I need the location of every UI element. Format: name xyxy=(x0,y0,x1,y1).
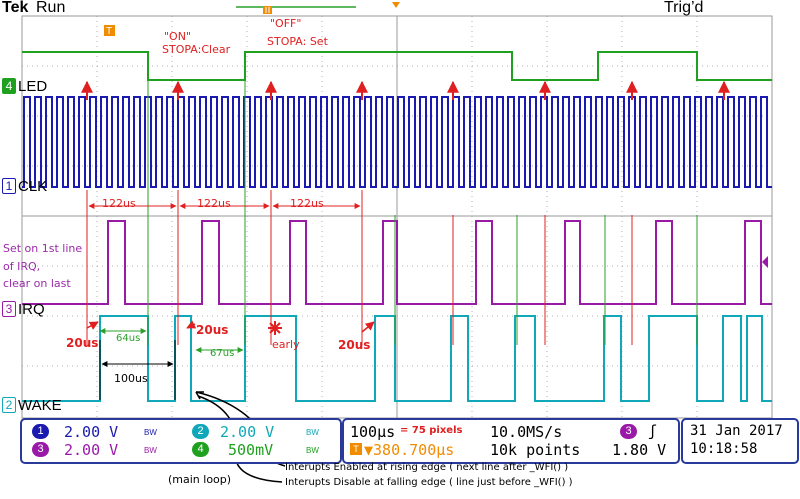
wake-arrows xyxy=(99,328,244,353)
trigger-marker-icon: T xyxy=(104,25,115,37)
irq-offset-marker xyxy=(762,256,768,268)
brand-label: Tek xyxy=(2,0,29,16)
off-stopa-label: STOPA: Set xyxy=(267,35,328,48)
svg-text:T: T xyxy=(106,26,112,37)
trigger-position: ▼380.700µs xyxy=(364,441,455,459)
led-trace xyxy=(22,51,772,81)
channel-1-badge: 1 xyxy=(2,178,16,194)
ch1-scale: 2.00 V xyxy=(64,423,119,441)
channel-irq-name: IRQ xyxy=(18,301,45,318)
irq-trace xyxy=(22,220,772,305)
period-arrow xyxy=(99,340,176,400)
ch2-scale: 2.00 V xyxy=(220,423,275,441)
channel-clk-name: CLK xyxy=(18,178,48,195)
irq-note-3: clear on last xyxy=(3,277,71,290)
irq-note-1: Set on 1st line xyxy=(3,242,83,255)
interval-label-2: 122us xyxy=(197,197,231,210)
on-stopa-label: STOPA:Clear xyxy=(162,43,231,56)
trigger-position-bar xyxy=(236,2,400,14)
time-label: 10:18:58 xyxy=(690,441,758,457)
timebase-note: = 75 pixels xyxy=(400,425,463,436)
ch2-bw: BW xyxy=(306,428,319,437)
ch1-chip: 1 xyxy=(32,424,49,439)
date-label: 31 Jan 2017 xyxy=(690,423,783,439)
trigger-level: 1.80 V xyxy=(612,441,667,459)
early-label: early xyxy=(272,338,300,351)
main-loop-label: (main loop) xyxy=(168,473,232,486)
trigger-state: Trig’d xyxy=(664,0,704,16)
run-state: Run xyxy=(36,0,66,16)
delay-label-1: 20us xyxy=(66,336,99,350)
ch1-bw: BW xyxy=(144,428,157,437)
wake-label-2: 67us xyxy=(210,348,235,359)
acquisition-panel[interactable]: 100µs = 75 pixels 10.0MS/s T ▼380.700µs … xyxy=(342,418,680,464)
trigger-position-icon: T xyxy=(350,443,362,455)
green-cursor-lines xyxy=(147,80,698,345)
datetime-panel: 31 Jan 2017 10:18:58 xyxy=(681,418,799,464)
trigger-source-chip: 3 xyxy=(620,424,637,439)
record-length: 10k points xyxy=(490,441,581,459)
clk-trace xyxy=(22,96,772,188)
wake-trace xyxy=(22,315,772,402)
ch4-chip: 4 xyxy=(192,442,209,457)
note-falling-edge: Interupts Disable at falling edge ( line… xyxy=(285,477,573,488)
graticule-center xyxy=(21,15,773,419)
ch4-bw: BW xyxy=(306,446,319,455)
delay-label-2: 20us xyxy=(196,323,229,337)
channel-settings-panel[interactable]: 1 2.00 V BW 2 2.00 V BW 3 2.00 V BW 4 50… xyxy=(20,418,342,464)
off-label: "OFF" xyxy=(270,17,302,30)
wake-label-1: 64us xyxy=(116,333,141,344)
interval-label-1: 122us xyxy=(102,197,136,210)
ch3-scale: 2.00 V xyxy=(64,441,119,459)
period-label: 100us xyxy=(114,372,148,385)
note-rising-edge: Interupts Enabled at rising edge ( next … xyxy=(285,462,569,473)
edge-arrows xyxy=(81,80,730,100)
channel-wake-name: WAKE xyxy=(18,397,62,414)
red-cursor-lines xyxy=(86,190,633,345)
channel-4-badge: 4 xyxy=(2,78,16,94)
sample-rate: 10.0MS/s xyxy=(490,423,563,441)
channel-led-name: LED xyxy=(18,78,48,95)
delay-arrows xyxy=(86,320,375,333)
ch3-chip: 3 xyxy=(32,442,49,457)
delay-label-3: 20us xyxy=(338,338,371,352)
on-label: "ON" xyxy=(164,30,192,43)
channel-3-badge: 3 xyxy=(2,301,16,317)
ch3-bw: BW xyxy=(144,446,157,455)
trigger-slope-icon: ʃ xyxy=(648,422,658,440)
ch2-chip: 2 xyxy=(192,424,209,439)
irq-note-2: of IRQ, xyxy=(3,260,41,273)
early-star-icon xyxy=(268,321,282,335)
channel-2-badge: 2 xyxy=(2,397,16,413)
interval-label-3: 122us xyxy=(290,197,324,210)
ch4-scale: 500mV xyxy=(228,441,274,459)
timebase-scale: 100µs xyxy=(350,423,396,441)
